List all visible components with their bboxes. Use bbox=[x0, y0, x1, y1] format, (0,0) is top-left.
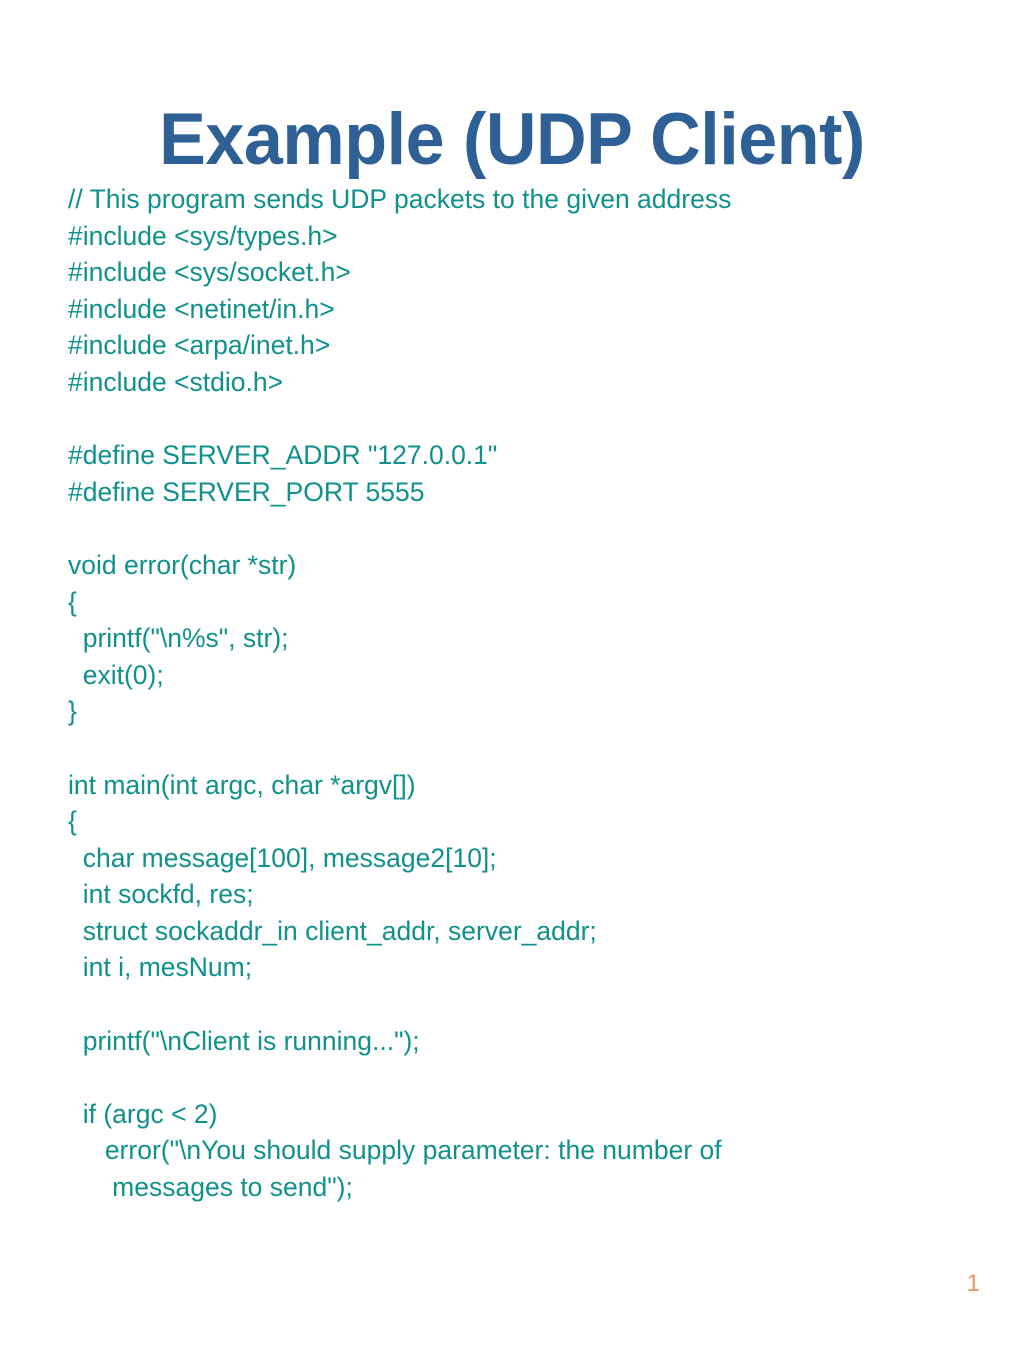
page-number: 1 bbox=[966, 1270, 980, 1297]
code-line: char message[100], message2[10]; bbox=[68, 842, 497, 873]
code-line: int sockfd, res; bbox=[68, 879, 254, 910]
code-line: { bbox=[68, 586, 77, 617]
code-line: #include <sys/types.h> bbox=[68, 220, 338, 251]
code-line: printf("\n%s", str); bbox=[68, 623, 289, 654]
code-line: int i, mesNum; bbox=[68, 952, 253, 983]
code-line: error("\nYou should supply parameter: th… bbox=[68, 1135, 722, 1166]
code-line: exit(0); bbox=[68, 659, 164, 690]
code-block: // This program sends UDP packets to the… bbox=[68, 181, 968, 1206]
code-line: struct sockaddr_in client_addr, server_a… bbox=[68, 915, 597, 946]
code-line: #define SERVER_PORT 5555 bbox=[68, 476, 425, 507]
code-line-blank bbox=[68, 1059, 968, 1096]
code-line: if (argc < 2) bbox=[68, 1098, 218, 1129]
code-line: printf("\nClient is running..."); bbox=[68, 1025, 420, 1056]
code-line: #include <sys/socket.h> bbox=[68, 257, 351, 288]
code-line-blank bbox=[68, 730, 968, 767]
code-line: { bbox=[68, 806, 77, 837]
code-line: #include <stdio.h> bbox=[68, 366, 284, 397]
code-line-blank bbox=[68, 986, 968, 1023]
code-line: } bbox=[68, 696, 77, 727]
code-line-blank bbox=[68, 401, 968, 438]
code-line-blank bbox=[68, 510, 968, 547]
code-line: messages to send"); bbox=[68, 1172, 353, 1203]
code-line: // This program sends UDP packets to the… bbox=[68, 184, 732, 214]
code-line: #define SERVER_ADDR "127.0.0.1" bbox=[68, 440, 498, 471]
code-line: #include <arpa/inet.h> bbox=[68, 330, 331, 361]
code-line: int main(int argc, char *argv[]) bbox=[68, 769, 416, 800]
code-line: void error(char *str) bbox=[68, 549, 297, 580]
page-title: Example (UDP Client) bbox=[159, 98, 865, 180]
code-line: #include <netinet/in.h> bbox=[68, 293, 335, 324]
